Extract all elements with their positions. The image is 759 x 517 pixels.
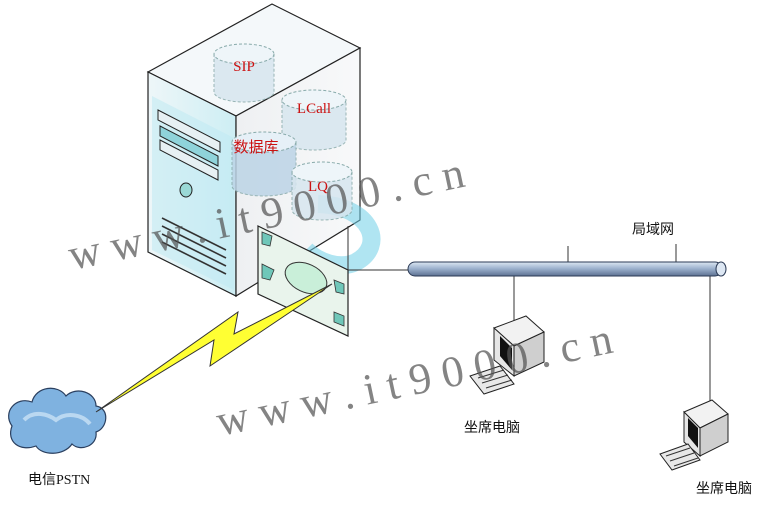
lan-backbone: 局域网 [347,222,727,402]
server-lan-link [347,226,408,271]
db-lcall: LCall [281,89,347,151]
db-lq: LQ [291,161,353,221]
pstn: 电信PSTN [8,283,333,488]
workstation-1: 坐席电脑 [464,315,545,436]
db-label-sip: SIP [233,59,255,75]
db-sip: SIP [213,43,275,103]
drive-bay [157,109,221,153]
lightning-icon [95,283,333,413]
cloud-highlight [22,412,92,426]
power-button-icon [179,182,193,198]
card-chip-icon [261,231,345,327]
lan-bar-end [715,261,727,277]
watermark-2: w w w . i t 9 0 0 0 . c n [212,314,617,446]
computer-icon [469,315,545,395]
db-database: 数据库 [231,131,297,197]
lan-label: 局域网 [632,222,674,238]
workstation-label-1: 坐席电脑 [464,420,520,436]
db-label-lcall: LCall [297,101,331,117]
computer-icon [659,399,729,471]
lan-bar [407,261,723,277]
db-label-database: 数据库 [233,139,278,156]
drive-bay [159,125,219,167]
pstn-label: 电信PSTN [28,472,90,488]
db-label-lq: LQ [308,179,328,195]
drive-bay [159,139,219,181]
workstation-label-2: 坐席电脑 [696,481,752,497]
vent-icon [161,217,227,275]
workstation-2: 坐席电脑 [659,399,752,497]
